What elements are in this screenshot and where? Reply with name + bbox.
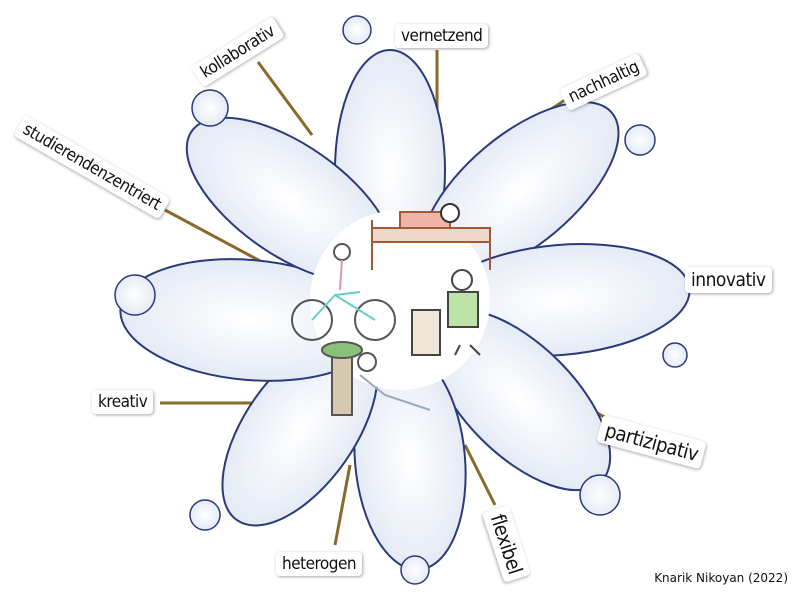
bed-icon (371, 203, 491, 270)
author-credit: Knarik Nikoyan (2022) (654, 571, 788, 585)
bicycle-icon (291, 243, 396, 341)
tree-person-icon (321, 341, 431, 416)
label-heterogen: heterogen (276, 552, 363, 576)
decorative-circles (114, 15, 688, 585)
label-kreativ: kreativ (92, 390, 154, 414)
label-vernetzend: vernetzend (395, 24, 489, 48)
center-illustration (291, 203, 491, 416)
desk-person-icon (411, 269, 481, 356)
label-innovativ: innovativ (685, 267, 772, 293)
